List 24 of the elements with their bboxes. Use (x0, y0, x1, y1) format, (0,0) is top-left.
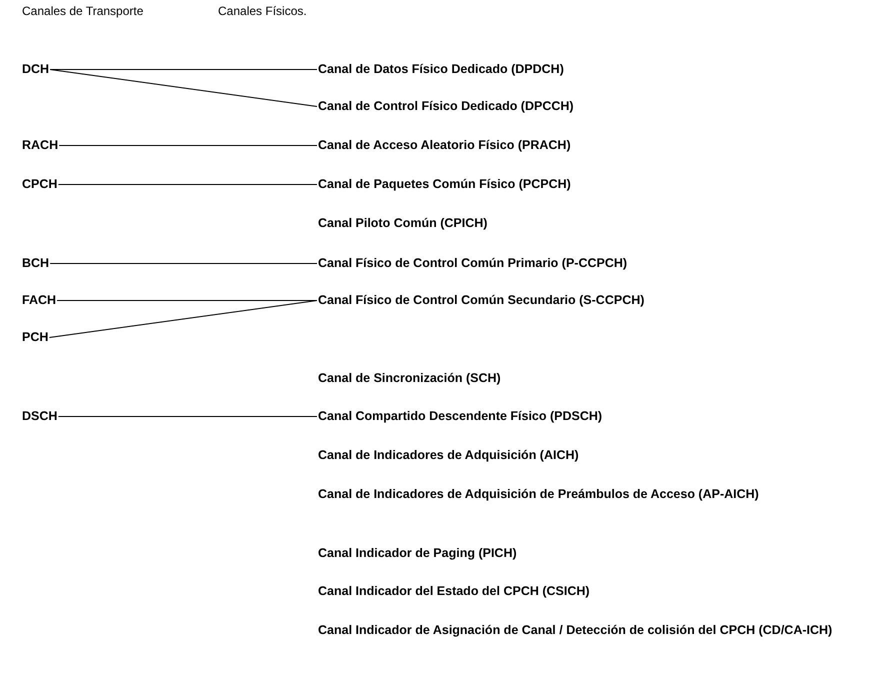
physical-channel-label: Canal Indicador del Estado del CPCH (CSICH) (318, 583, 590, 600)
physical-channel-label: Canal Compartido Descendente Físico (PDSCH) (318, 408, 602, 425)
connector-line (58, 145, 318, 146)
physical-channel-label: Canal Indicador de Asignación de Canal / Detección de colisión del CPCH (CD/CA-ICH) (318, 622, 832, 639)
physical-channel-label: Canal de Indicadores de Adquisición (AICH) (318, 447, 579, 464)
physical-channel-label: Canal Físico de Control Común Primario (P-CCPCH) (318, 255, 628, 272)
physical-channel-label: Canal Piloto Común (CPICH) (318, 215, 488, 232)
physical-channel-label: Canal de Control Físico Dedicado (DPCCH) (318, 98, 574, 115)
connector-line (50, 263, 318, 264)
connector-line (58, 416, 318, 417)
connector-line (48, 300, 318, 338)
connector-line (58, 184, 318, 185)
physical-channel-label: Canal de Paquetes Común Físico (PCPCH) (318, 176, 571, 193)
physical-channel-label: Canal de Datos Físico Dedicado (DPDCH) (318, 61, 564, 78)
connector-line (50, 69, 318, 70)
connector-line (50, 69, 318, 107)
physical-channel-label: Canal de Indicadores de Adquisición de Preámbulos de Acceso (AP-AICH) (318, 486, 759, 503)
physical-channel-label: Canal de Acceso Aleatorio Físico (PRACH) (318, 137, 571, 154)
column-heading: Canales de Transporte (22, 4, 144, 18)
physical-channel-label: Canal Físico de Control Común Secundario (S-CCPCH) (318, 292, 644, 309)
column-heading: Canales Físicos. (218, 4, 307, 18)
physical-channel-label: Canal de Sincronización (SCH) (318, 370, 501, 387)
connector-line (56, 300, 318, 301)
physical-channel-label: Canal Indicador de Paging (PICH) (318, 545, 517, 562)
